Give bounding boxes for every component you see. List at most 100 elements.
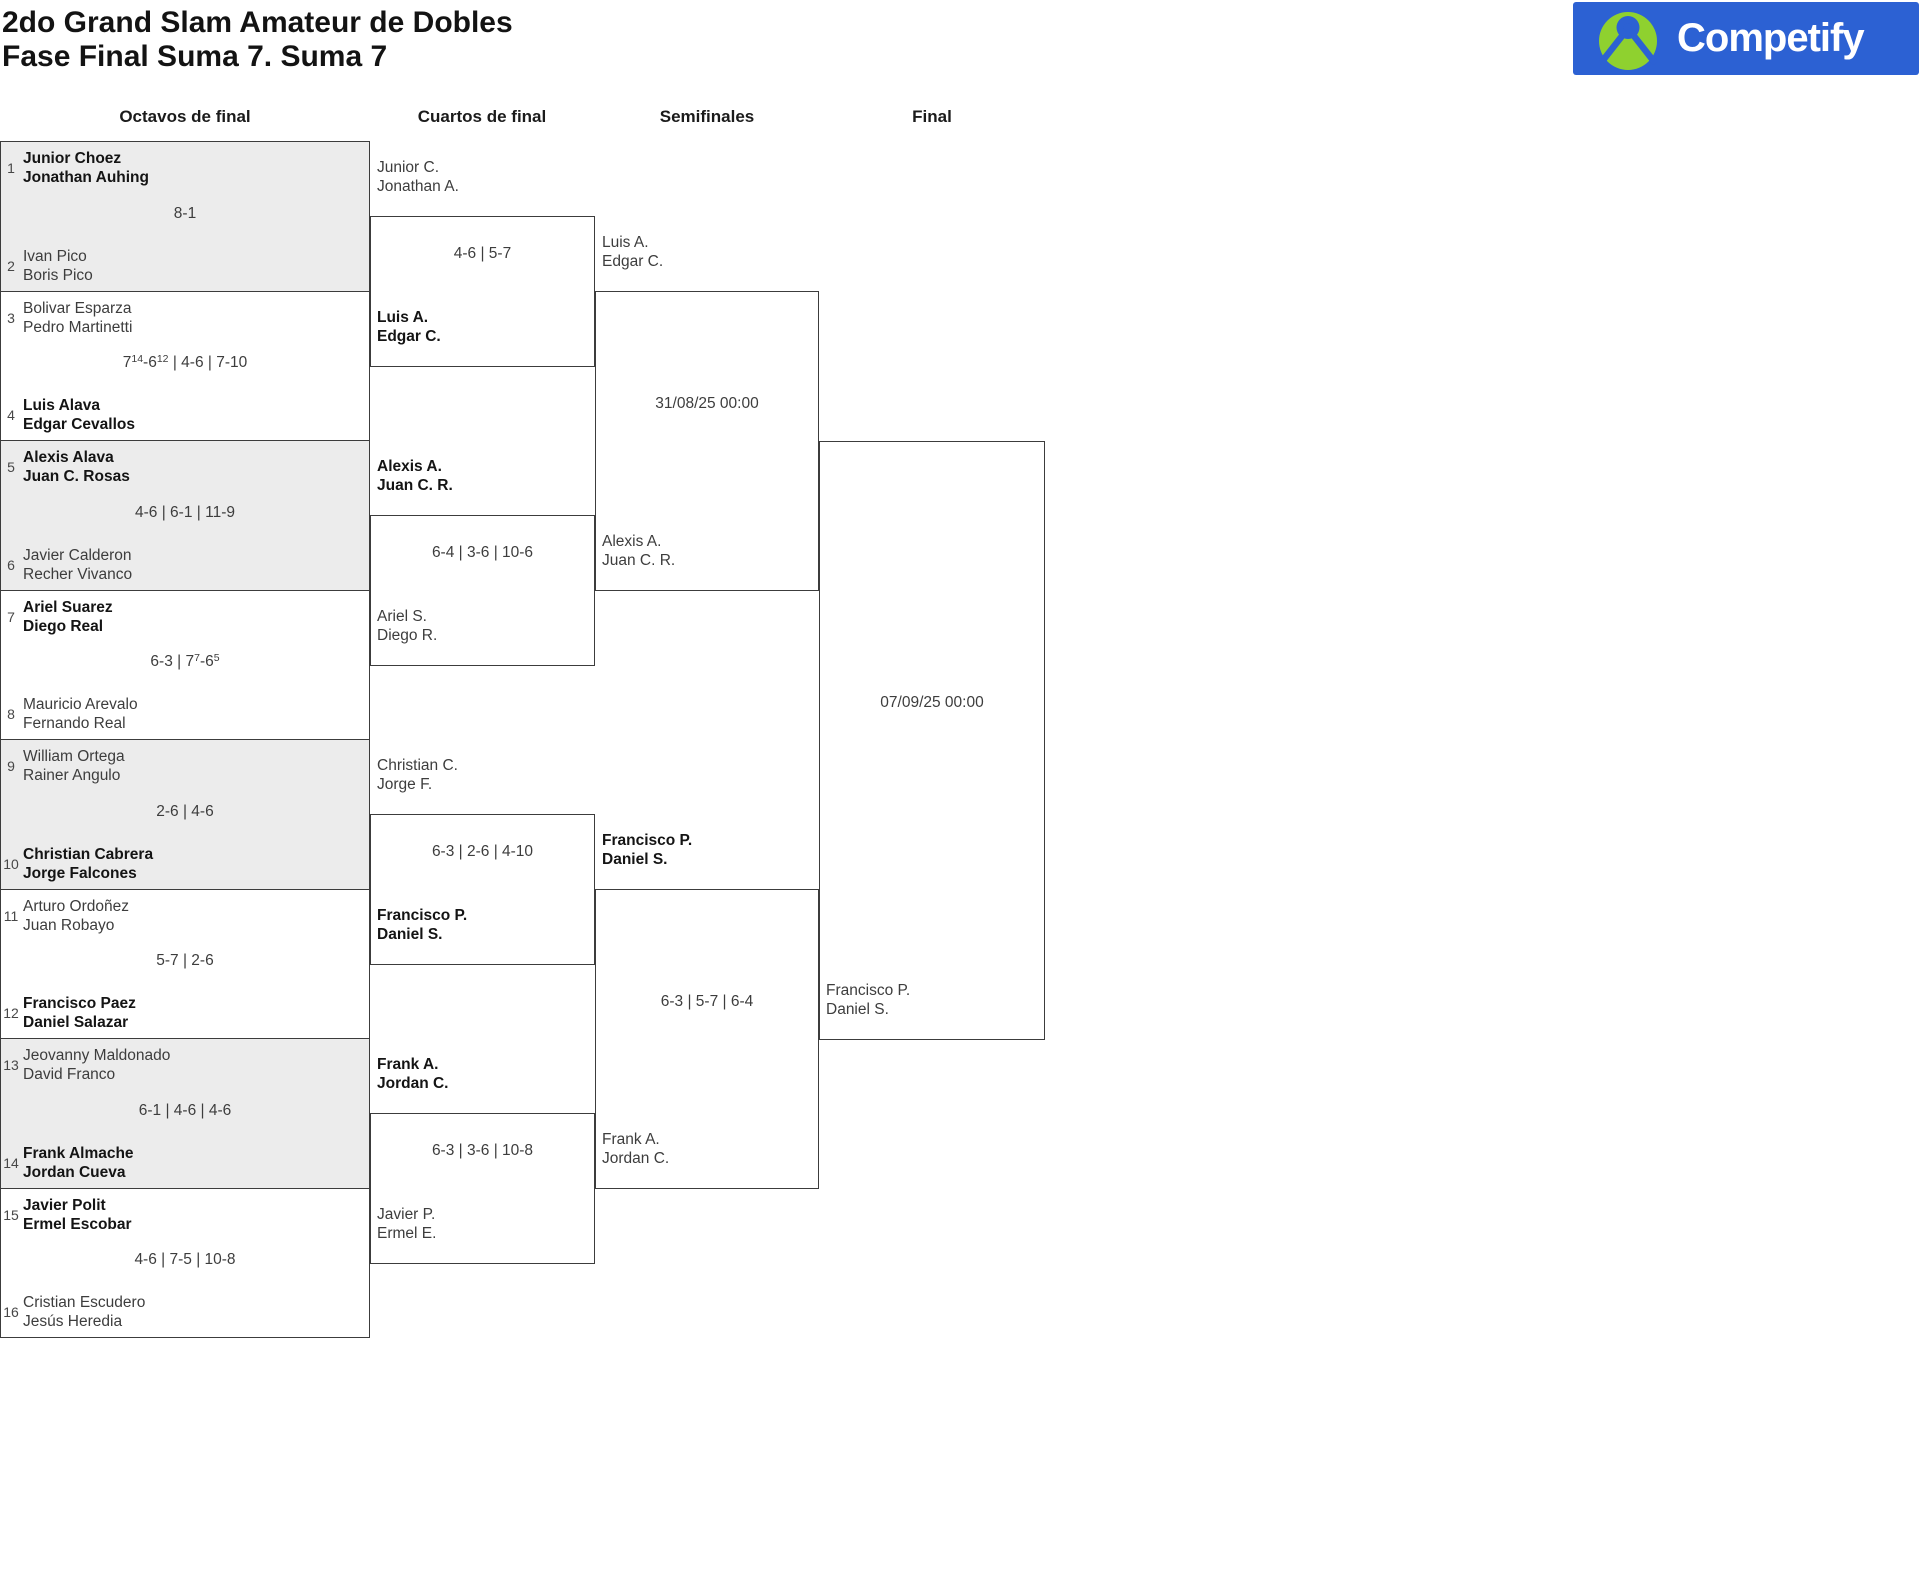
match-box[interactable] [370, 1113, 595, 1264]
seed-number: 15 [3, 1207, 19, 1223]
participant-label: Francisco P.Daniel S. [377, 907, 468, 943]
participant-label: Javier P.Ermel E. [377, 1206, 437, 1242]
match-score: 6-1 | 4-6 | 4-6 [138, 1101, 232, 1119]
seed-number: 3 [7, 310, 15, 326]
participant-label: Ariel S.Diego R. [377, 608, 438, 644]
match-box[interactable] [819, 441, 1045, 1040]
match-box[interactable] [595, 291, 819, 591]
match-score: 5-7 | 2-6 [156, 952, 214, 969]
match-score: 714-612 | 4-6 | 7-10 [122, 353, 248, 371]
logo-wordmark: Competify [1677, 16, 1865, 60]
match-box[interactable] [370, 814, 595, 965]
participant-label: Frank A.Jordan C. [377, 1056, 449, 1092]
seed-number: 14 [3, 1155, 19, 1171]
seed-number: 6 [7, 557, 15, 573]
match-box[interactable] [370, 515, 595, 666]
seed-number: 4 [7, 407, 15, 423]
match-score: 4-6 | 7-5 | 10-8 [134, 1251, 236, 1268]
match-date-label: 07/09/25 00:00 [880, 694, 984, 711]
match-score: 4-6 | 5-7 [453, 245, 512, 262]
participant-label: Alexis A.Juan C. R. [602, 533, 676, 569]
seed-number: 7 [7, 609, 15, 625]
seed-number: 5 [7, 459, 15, 475]
seed-number: 16 [3, 1304, 19, 1320]
match-score: 6-3 | 77-65 [150, 652, 220, 670]
round-header-semifinales: Semifinales [659, 107, 755, 126]
participant-label: Francisco P.Daniel S. [826, 982, 911, 1018]
round-header-final: Final [912, 107, 952, 126]
page-title: 2do Grand Slam Amateur de Dobles Fase Fi… [2, 6, 513, 74]
round-header-cuartos: Cuartos de final [417, 107, 547, 126]
match-score: 2-6 | 4-6 [156, 802, 214, 820]
seed-number: 11 [3, 908, 19, 924]
participant-label: Luis A.Edgar C. [377, 309, 441, 345]
match-score: 6-3 | 2-6 | 4-10 [431, 843, 534, 860]
round-header-octavos: Octavos de final [119, 107, 251, 126]
match-box[interactable] [595, 889, 819, 1189]
match-score: 4-6 | 6-1 | 11-9 [135, 503, 235, 521]
participant-label: Frank A.Jordan C. [602, 1131, 670, 1167]
seed-number: 13 [3, 1057, 19, 1073]
tournament-title: 2do Grand Slam Amateur de Dobles [2, 6, 513, 39]
seed-number: 12 [3, 1005, 19, 1021]
participant-label: Christian C.Jorge F. [377, 757, 458, 793]
seed-number: 1 [7, 160, 15, 176]
match-score: 6-3 | 3-6 | 10-8 [431, 1142, 534, 1159]
participant-label: Junior C.Jonathan A. [377, 159, 459, 195]
match-date-label: 31/08/25 00:00 [655, 395, 759, 412]
seed-number: 8 [7, 706, 15, 722]
participant-label: Alexis A.Juan C. R. [377, 458, 453, 494]
match-box[interactable] [370, 216, 595, 367]
participant-label: Francisco P.Daniel S. [602, 832, 693, 868]
participant-label: Luis A.Edgar C. [602, 234, 664, 270]
match-score: 8-1 [173, 204, 197, 222]
person-in-circle-icon [1599, 11, 1657, 70]
seed-number: 2 [7, 258, 15, 274]
match-score: 6-4 | 3-6 | 10-6 [431, 544, 534, 561]
competify-logo[interactable]: Competify [1573, 2, 1919, 75]
seed-number: 10 [3, 856, 19, 872]
match-score: 6-3 | 5-7 | 6-4 [660, 993, 754, 1010]
seed-number: 9 [7, 758, 15, 774]
tournament-subtitle: Fase Final Suma 7. Suma 7 [2, 40, 388, 73]
